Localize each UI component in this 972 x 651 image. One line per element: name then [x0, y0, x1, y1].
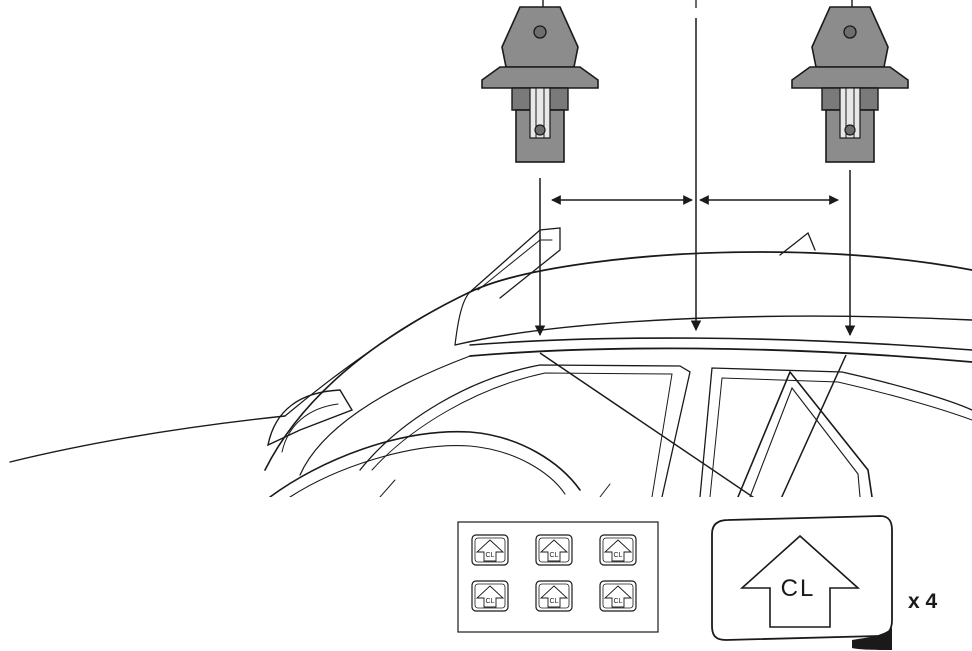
position-sticker-large: CL — [711, 515, 893, 650]
roof-rack-foot-front — [481, 0, 599, 163]
sticker-sheet: CL CL CL CL CL CL — [457, 521, 659, 633]
small-sticker-label: CL — [550, 552, 559, 559]
small-sticker-label: CL — [550, 598, 559, 605]
quantity-label: x 4 — [908, 590, 938, 613]
small-sticker: CL — [599, 534, 637, 566]
small-sticker: CL — [599, 580, 637, 612]
small-sticker-label: CL — [486, 598, 495, 605]
small-sticker: CL — [471, 580, 509, 612]
small-sticker: CL — [535, 580, 573, 612]
up-arrow-icon — [739, 534, 861, 628]
car-outline — [9, 227, 972, 498]
small-sticker: CL — [471, 534, 509, 566]
roof-rack-foot-rear — [791, 0, 909, 163]
small-sticker-label: CL — [486, 552, 495, 559]
small-sticker: CL — [535, 534, 573, 566]
small-sticker-label: CL — [614, 598, 623, 605]
small-sticker-label: CL — [614, 552, 623, 559]
sticker-label: CL — [781, 575, 816, 602]
measurement-guides — [534, 0, 856, 513]
